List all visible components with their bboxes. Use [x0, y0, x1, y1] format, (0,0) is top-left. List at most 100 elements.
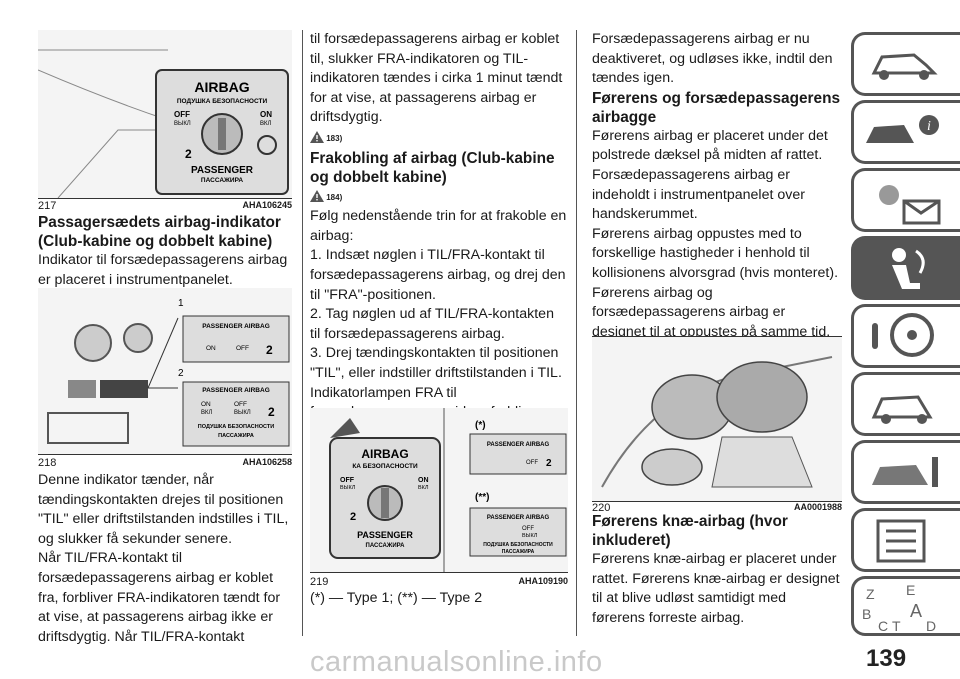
fig2-off-ru: ВЫКЛ: [234, 410, 251, 416]
fig1-off-ru: ВЫКЛ: [174, 121, 191, 127]
paragraph: Førerens airbag er placeret under det po…: [592, 127, 828, 223]
section-disable-airbag: til forsædepassagerens airbag er koblet …: [310, 30, 568, 442]
tab-index[interactable]: Z E B C T A D: [851, 576, 960, 636]
dashboard-indicator-illustration: 1 PASSENGER AIRBAG ON OFF 2 2 PASSENGER …: [38, 288, 292, 454]
fig2-on-ru: ВКЛ: [201, 410, 212, 416]
fig3-off-ru: ВЫКЛ: [340, 485, 356, 491]
fig3-two-b: 2: [546, 458, 552, 469]
fig2-two-1: 2: [266, 343, 273, 357]
paragraph: Førerens airbag oppustes med to forskell…: [592, 225, 839, 281]
figure-note: (*) — Type 1; (**) — Type 2: [310, 590, 483, 606]
warning-ref-184: 184): [310, 188, 342, 208]
section-indicator-text: Denne indikator tænder, når tændingskont…: [38, 471, 292, 647]
heading-front-airbags: Førerens og forsædepassagerens airbagge: [592, 89, 841, 126]
fig3-pa-2: PASSENGER AIRBAG: [487, 515, 550, 521]
fig3-off: OFF: [340, 477, 355, 484]
fig3-off3: OFF: [522, 526, 534, 532]
index-letter: C: [878, 618, 888, 634]
svg-text:i: i: [927, 119, 931, 134]
fig3-off3-ru: ВЫКЛ: [522, 533, 538, 539]
fig1-on-ru: ВКЛ: [260, 121, 271, 127]
warning-lights-icon: [879, 185, 941, 225]
figure-code: AA0001988: [793, 502, 842, 512]
fig1-two: 2: [185, 147, 192, 161]
fig3-two: 2: [350, 511, 356, 523]
step-1: 1. Indsæt nøglen i TIL/FRA-kontakt til f…: [310, 247, 566, 303]
car-info-icon: i: [866, 115, 939, 143]
warning-triangle-icon: [310, 189, 324, 202]
figure-219: AIRBAG КА БЕЗОПАСНОСТИ OFF ВЫКЛ ON ВКЛ 2…: [310, 408, 568, 573]
paragraph: Førerens knæ-airbag er placeret under ra…: [592, 551, 840, 626]
figure-217-caption: 217 AHA106245: [38, 200, 292, 212]
column-divider: [576, 30, 577, 636]
fig3-passenger-ru: ПАССАЖИРА: [366, 543, 406, 549]
tab-maintenance[interactable]: [851, 440, 960, 504]
car-breakdown-icon: [871, 395, 933, 424]
fig2-n1: 1: [178, 298, 184, 309]
airbag-switch-types-illustration: AIRBAG КА БЕЗОПАСНОСТИ OFF ВЫКЛ ON ВКЛ 2…: [310, 408, 568, 572]
paragraph: Når TIL/FRA-kontakt til forsædepassagere…: [38, 550, 281, 645]
fig1-on: ON: [260, 110, 272, 119]
step-2: 2. Tag nøglen ud af TIL/FRA-kontakten ti…: [310, 306, 554, 342]
fig1-ru: ПОДУШКА БЕЗОПАСНОСТИ: [177, 98, 268, 105]
figure-217: AIRBAG ПОДУШКА БЕЗОПАСНОСТИ OFF ВЫКЛ ON …: [38, 30, 292, 199]
fig2-two-2: 2: [268, 405, 275, 419]
fig3-on: ON: [418, 477, 429, 484]
fig2-pa-1: PASSENGER AIRBAG: [202, 323, 270, 330]
index-letter: A: [910, 601, 922, 621]
tab-dashboard[interactable]: [851, 32, 960, 96]
tab-warning-lights[interactable]: [851, 168, 960, 232]
index-letters-icon: Z E B C T A D: [862, 582, 936, 634]
figure-number: 217: [38, 200, 57, 212]
fig3-ru3: ПАССАЖИРА: [502, 549, 535, 555]
paragraph: Denne indikator tænder, når tændingskont…: [38, 472, 289, 547]
figure-number: 218: [38, 457, 57, 469]
tab-car-info[interactable]: i: [851, 100, 960, 164]
page-number: 139: [866, 645, 907, 672]
tab-specs[interactable]: [851, 508, 960, 572]
fig3-off2: OFF: [526, 460, 538, 466]
heading-disable-airbag: Frakobling af airbag (Club-kabine og dob…: [310, 149, 555, 186]
fig3-on-ru: ВКЛ: [418, 485, 429, 491]
fig2-n2: 2: [178, 368, 184, 379]
fig1-passenger: PASSENGER: [191, 165, 254, 176]
deployed-airbags-illustration: [592, 337, 842, 501]
column-divider: [302, 30, 303, 636]
section-front-airbags: Forsædepassagerens airbag er nu deaktive…: [592, 30, 842, 362]
paragraph: Følg nedenstående trin for at frakoble e…: [310, 208, 567, 244]
figure-219-note: (*) — Type 1; (**) — Type 2: [310, 589, 568, 609]
index-letter: B: [862, 606, 871, 622]
steering-wheel-icon: [872, 313, 934, 357]
figure-code: AHA106245: [242, 200, 292, 210]
fig2-ru2: ПАССАЖИРА: [218, 433, 254, 439]
fig2-ru1: ПОДУШКА БЕЗОПАСНОСТИ: [198, 424, 274, 430]
section-indicator: Passagersædets airbag-indikator (Club-ka…: [38, 213, 292, 290]
figure-220: [592, 336, 842, 502]
fig2-pa-2: PASSENGER AIRBAG: [202, 387, 270, 394]
tab-driving[interactable]: [851, 304, 960, 368]
fig3-passenger: PASSENGER: [357, 530, 413, 540]
tab-safety[interactable]: [851, 236, 960, 300]
fig3-star1: (*): [475, 420, 486, 431]
figure-218: 1 PASSENGER AIRBAG ON OFF 2 2 PASSENGER …: [38, 288, 292, 455]
paragraph: Forsædepassagerens airbag er nu deaktive…: [592, 31, 833, 87]
index-letter: D: [926, 618, 936, 634]
fig2-on-2: ON: [201, 401, 211, 408]
fig2-off-1: OFF: [236, 345, 249, 352]
fig2-on-1: ON: [206, 345, 216, 352]
figure-code: AHA109190: [518, 576, 568, 586]
airbag-switch-illustration: AIRBAG ПОДУШКА БЕЗОПАСНОСТИ OFF ВЫКЛ ON …: [38, 30, 292, 198]
paragraph: Indikator til forsædepassagerens airbag …: [38, 252, 288, 288]
car-maintenance-icon: [872, 457, 938, 487]
figure-number: 219: [310, 576, 329, 588]
warning-ref-183: 183): [310, 129, 342, 149]
figure-number: 220: [592, 502, 611, 514]
fig3-ru2: ПОДУШКА БЕЗОПАСНОСТИ: [483, 542, 553, 548]
index-letter: T: [892, 618, 901, 634]
heading-knee-airbag: Førerens knæ-airbag (hvor inkluderet): [592, 513, 788, 549]
figure-220-caption: 220 AA0001988: [592, 502, 842, 514]
index-letter: E: [906, 582, 915, 598]
fig1-passenger-ru: ПАССАЖИРА: [201, 177, 243, 184]
tab-emergency[interactable]: [851, 372, 960, 436]
watermark: carmanualsonline.info: [310, 646, 603, 678]
